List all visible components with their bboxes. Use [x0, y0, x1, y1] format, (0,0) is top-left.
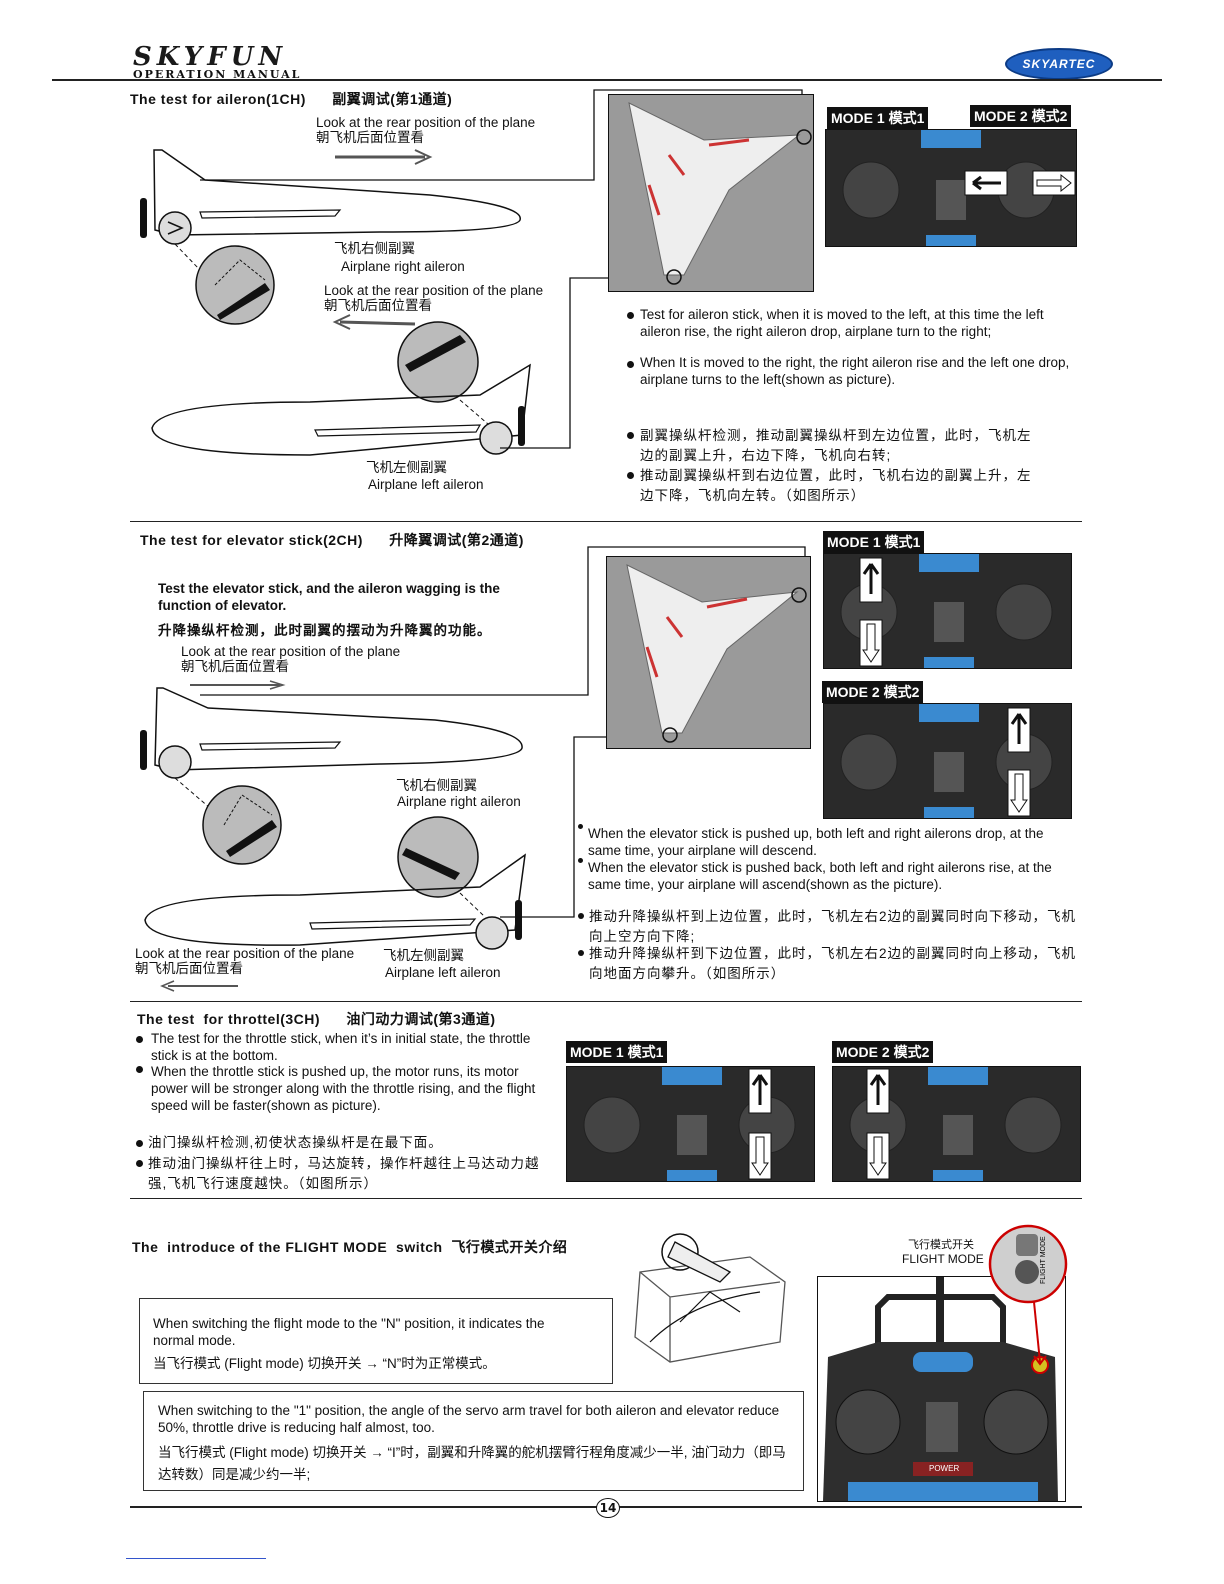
- section-divider-1: [130, 521, 1082, 522]
- aileron-look-rear-2-cn: 朝飞机后面位置看: [324, 298, 432, 314]
- brand-logo-text: SKYFUN: [133, 42, 288, 72]
- elevator-bullet-en-2-text: When the elevator stick is pushed back, …: [588, 860, 1052, 892]
- elevator-look-rear-1-en: Look at the rear position of the plane: [181, 644, 401, 659]
- elevator-bullet-en-2: [578, 858, 583, 863]
- elevator-right-aileron-cn: 飞机右侧副翼: [396, 778, 477, 793]
- aileron-look-rear-2-en: Look at the rear position of the plane: [324, 283, 544, 298]
- aileron-bullet-en-1-text: Test for aileron stick, when it is moved…: [640, 307, 1044, 339]
- flying-wing-photo-1: [608, 94, 814, 292]
- elevator-left-aileron-en: Airplane left aileron: [385, 965, 501, 980]
- flight-mode-normal-box: When switching the flight mode to the "N…: [139, 1298, 613, 1384]
- plane-side-view-1: [140, 149, 521, 271]
- elevator-mode1-label: MODE 1 模式1: [823, 531, 925, 553]
- section-divider-3: [130, 1198, 1082, 1199]
- flying-wing-photo-2: [606, 556, 811, 749]
- flight-mode-normal-cn: 当飞行模式 (Flight mode) 切换开关 → “N”时为正常模式。: [153, 1356, 496, 1371]
- flight-mode-reduced-en: When switching to the "1" position, the …: [158, 1403, 780, 1435]
- header-rule: [52, 79, 1162, 81]
- elevator-bullet-en-1: [578, 824, 583, 829]
- transmitter-photo-elevator-mode2: [823, 703, 1072, 819]
- elevator-bullet-cn-2-text: 推动升降操纵杆到下边位置，此时，飞机左右2边的副翼同时向上移动，飞机向地面方向攀…: [589, 946, 1077, 981]
- plane-side-view-4: [144, 816, 526, 950]
- transmitter-photo-throttle-mode1: [566, 1066, 815, 1182]
- section-divider-2: [130, 1001, 1082, 1002]
- flight-mode-switch-en: FLIGHT MODE: [902, 1252, 984, 1266]
- footer-link-line: [126, 1558, 266, 1559]
- flight-mode-switch-zoom: FLIGHT MODE: [988, 1224, 1068, 1366]
- aileron-right-aileron-en: Airplane right aileron: [341, 259, 465, 274]
- transmitter-photo-elevator-mode1: [823, 553, 1072, 669]
- throttle-bullet-en-1-text: The test for the throttle stick, when it…: [151, 1031, 531, 1063]
- elevator-detail-circle-1: [202, 785, 282, 865]
- elevator-intro-cn: 升降操纵杆检测，此时副翼的摆动为升降翼的功能。: [158, 623, 492, 638]
- aileron-mode1-label: MODE 1 模式1: [827, 107, 929, 129]
- elevator-left-aileron-cn: 飞机左侧副翼: [383, 948, 464, 963]
- flight-mode-reduced-box: When switching to the "1" position, the …: [143, 1391, 804, 1491]
- throttle-bullet-cn-1-text: 油门操纵杆检测,初使状态操纵杆是在最下面。: [148, 1135, 443, 1150]
- throttle-mode1-label: MODE 1 模式1: [566, 1041, 668, 1063]
- flight-mode-reduced-cn: 当飞行模式 (Flight mode) 切换开关 → “I”时，副翼和升降翼的舵…: [158, 1445, 786, 1482]
- aileron-bullet-cn-1-text: 副翼操纵杆检测，推动副翼操纵杆到左边位置，此时，飞机左边的副翼上升，右边下降，飞…: [640, 428, 1032, 463]
- throttle-bullet-cn-2: [136, 1160, 143, 1167]
- elevator-intro-en: Test the elevator stick, and the aileron…: [158, 581, 500, 613]
- aileron-left-aileron-en: Airplane left aileron: [368, 477, 484, 492]
- throttle-bullet-en-2: [136, 1066, 143, 1073]
- elevator-bullet-en-1-text: When the elevator stick is pushed up, bo…: [588, 826, 1044, 858]
- elevator-bullet-cn-1-text: 推动升降操纵杆到上边位置，此时，飞机左右2边的副翼同时向下移动，飞机向上空方向下…: [589, 909, 1077, 944]
- flight-mode-switch-cn: 飞行模式开关: [908, 1239, 974, 1251]
- transmitter-power-label: POWER: [929, 1464, 960, 1473]
- servo-arm-drawing: [634, 1233, 786, 1363]
- throttle-section-title: The test for throttel(3CH) 油门动力调试(第3通道): [137, 1011, 496, 1027]
- aileron-bullet-en-2: [627, 361, 634, 368]
- aileron-left-arrow-icon: [964, 170, 1076, 196]
- throttle-bullet-cn-2-text: 推动油门操纵杆往上时，马达旋转，操作杆越往上马达动力越强,飞机飞行速度越快。（如…: [148, 1156, 540, 1191]
- elevator-bullet-cn-2: [578, 950, 584, 956]
- plane-side-view-2: [151, 314, 531, 456]
- flight-mode-normal-en: When switching the flight mode to the "N…: [153, 1316, 545, 1348]
- elevator-look-rear-2-en: Look at the rear position of the plane: [135, 946, 355, 961]
- elevator-section-title: The test for elevator stick(2CH) 升降翼调试(第…: [140, 532, 524, 548]
- svg-text:FLIGHT MODE: FLIGHT MODE: [1040, 1236, 1047, 1284]
- aileron-detail-circle-1: [195, 245, 275, 325]
- elevator-look-rear-2-cn: 朝飞机后面位置看: [135, 961, 243, 977]
- elevator-right-aileron-en: Airplane right aileron: [397, 794, 521, 809]
- elevator-rear-arrow-icon: [160, 980, 238, 992]
- throttle-bullet-en-1: [136, 1036, 143, 1043]
- aileron-bullet-en-1: [627, 312, 634, 319]
- aileron-bullet-cn-2: [627, 472, 634, 479]
- plane-side-view-3: [140, 680, 523, 809]
- aileron-bullet-cn-1: [627, 432, 634, 439]
- elevator-bullet-cn-1: [578, 913, 584, 919]
- elevator-look-rear-1-cn: 朝飞机后面位置看: [181, 659, 289, 675]
- skyartec-logo: SKYARTEC: [1005, 48, 1113, 80]
- aileron-left-aileron-cn: 飞机左侧副翼: [366, 460, 447, 475]
- aileron-section-title: The test for aileron(1CH) 副翼调试(第1通道): [130, 91, 453, 107]
- aileron-right-aileron-cn: 飞机右侧副翼: [334, 241, 415, 256]
- throttle-bullet-en-2-text: When the throttle stick is pushed up, th…: [151, 1064, 536, 1113]
- throttle-bullet-cn-1: [136, 1140, 143, 1147]
- flight-mode-section-title: The introduce of the FLIGHT MODE switch …: [132, 1239, 568, 1255]
- transmitter-full-photo: POWER: [817, 1276, 1066, 1502]
- aileron-bullet-cn-2-text: 推动副翼操纵杆到右边位置，此时，飞机右边的副翼上升，左边下降，飞机向左转。（如图…: [640, 468, 1032, 503]
- throttle-mode2-label: MODE 2 模式2: [832, 1041, 934, 1063]
- aileron-bullet-en-2-text: When It is moved to the right, the right…: [640, 355, 1070, 387]
- brand-subtitle: OPERATION MANUAL: [133, 68, 302, 81]
- aileron-mode2-label: MODE 2 模式2: [970, 105, 1072, 127]
- page-number: 14: [596, 1498, 620, 1518]
- aileron-look-rear-1-cn: 朝飞机后面位置看: [316, 130, 424, 146]
- aileron-look-rear-1-en: Look at the rear position of the plane: [316, 115, 536, 130]
- elevator-mode2-label: MODE 2 模式2: [822, 681, 924, 703]
- transmitter-photo-throttle-mode2: [832, 1066, 1081, 1182]
